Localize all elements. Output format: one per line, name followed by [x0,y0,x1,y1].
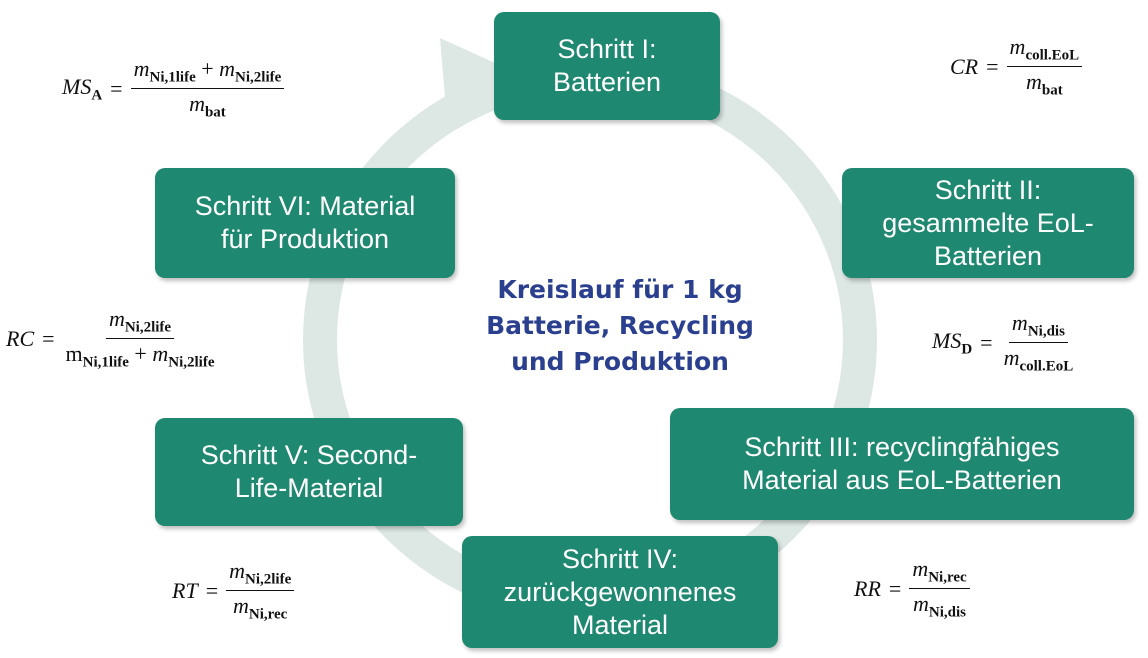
step-2-box: Schritt II: gesammelte EoL- Batterien [842,168,1134,278]
step-6-box: Schritt VI: Material für Produktion [155,168,455,278]
step-1-line-1: Schritt I: [557,34,657,64]
step-3-box: Schritt III: recyclingfähiges Material a… [670,408,1134,520]
formula-rc: RC = mNi,2life mNi,1life + mNi,2life [6,306,217,372]
formula-cr-lhs: CR [950,53,979,79]
formula-msa: MSA = mNi,1life + mNi,2life mbat [62,56,285,122]
formula-rc-lhs: RC [6,325,35,351]
step-5-line-2: Life-Material [234,473,384,503]
step-3-line-2: Material aus EoL-Batterien [742,465,1062,495]
formula-rt: RT = mNi,2life mNi,rec [172,558,295,624]
step-4-box: Schritt IV: zurückgewonnenes Material [462,536,778,648]
formula-msd-lhs: MSD [932,327,973,358]
formula-msd-fraction: mNi,dis mcoll.EoL [1003,310,1074,375]
formula-msa-lhs: MSA [62,73,103,104]
formula-rr: RR = mNi,rec mNi,dis [854,556,970,622]
step-2-line-1: Schritt II: [934,174,1042,205]
step-1-box: Schritt I: Batterien [494,12,720,120]
formula-msd: MSD = mNi,dis mcoll.EoL [932,310,1076,376]
formula-rt-lhs: RT [172,577,198,603]
step-6-line-2: für Produktion [220,224,390,254]
cycle-center-title: Kreislauf für 1 kg Batterie, Recycling u… [440,272,800,380]
step-3-line-1: Schritt III: recyclingfähiges [744,432,1060,462]
step-1-line-2: Batterien [552,67,662,97]
step-2-line-2: gesammelte EoL- [882,207,1094,238]
formula-cr-fraction: mcoll.EoL mbat [1006,34,1083,100]
center-line-2: Batterie, Recycling [486,311,754,340]
formula-rc-fraction: mNi,2life mNi,1life + mNi,2life [65,306,215,371]
formula-cr: CR = mcoll.EoL mbat [950,34,1083,100]
step-6-line-1: Schritt VI: Material [194,191,416,221]
formula-rr-lhs: RR [854,575,881,601]
center-line-1: Kreislauf für 1 kg [497,275,743,304]
formula-rr-fraction: mNi,rec mNi,dis [909,556,970,622]
step-4-line-2: zurückgewonnenes [503,576,737,607]
center-line-3: und Produktion [511,347,729,376]
formula-msa-fraction: mNi,1life + mNi,2life mbat [130,56,285,122]
cycle-arrowhead [440,38,506,110]
formula-rt-fraction: mNi,2life mNi,rec [226,558,295,624]
step-5-line-1: Schritt V: Second- [200,440,418,470]
step-5-box: Schritt V: Second- Life-Material [155,418,463,526]
step-4-line-1: Schritt IV: [561,543,679,574]
step-4-line-3: Material [571,609,669,640]
step-2-line-3: Batterien [933,240,1043,271]
